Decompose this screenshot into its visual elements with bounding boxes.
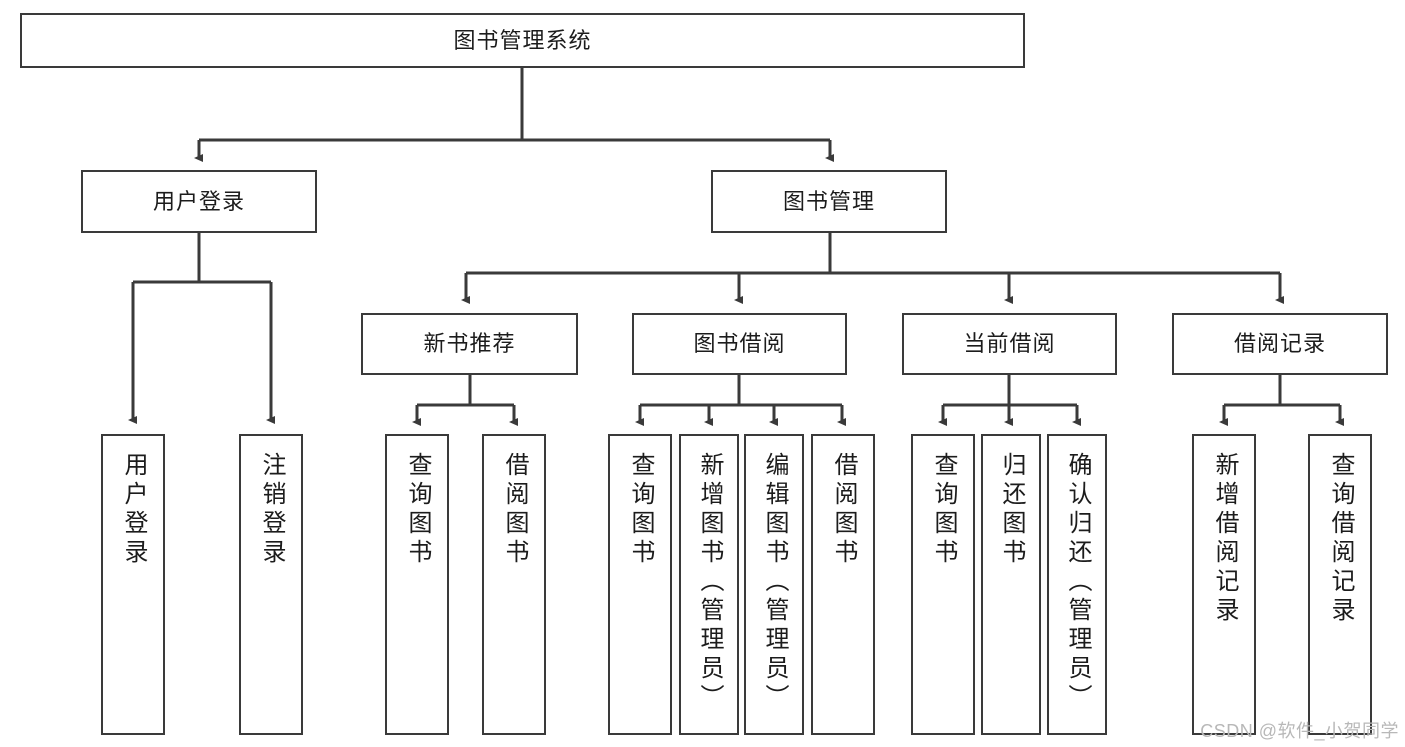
leaf-query-record-label: 查询借阅记录 (1327, 452, 1354, 626)
node-root-label: 图书管理系统 (453, 27, 592, 53)
node-book-manage[interactable]: 图书管理 (711, 170, 947, 233)
watermark: CSDN @软件_小贺同学 (1200, 721, 1399, 741)
leaf-confirm-return[interactable]: 确认归还（管理员） (1047, 434, 1107, 735)
leaf-query-book-3[interactable]: 查询图书 (911, 434, 975, 735)
leaf-borrow-book-1[interactable]: 借阅图书 (482, 434, 546, 735)
leaf-user-logout-label: 注销登录 (258, 452, 285, 568)
node-book-borrow[interactable]: 图书借阅 (632, 313, 847, 375)
leaf-borrow-book-1-label: 借阅图书 (501, 452, 528, 568)
node-root[interactable]: 图书管理系统 (20, 13, 1025, 68)
leaf-add-book-label: 新增图书（管理员） (696, 452, 723, 713)
leaf-query-record[interactable]: 查询借阅记录 (1308, 434, 1372, 735)
leaf-user-login-label: 用户登录 (120, 452, 147, 568)
node-borrow-record-label: 借阅记录 (1233, 331, 1326, 357)
leaf-confirm-return-label: 确认归还（管理员） (1064, 452, 1091, 713)
node-borrow-record[interactable]: 借阅记录 (1172, 313, 1388, 375)
leaf-edit-book[interactable]: 编辑图书（管理员） (744, 434, 804, 735)
leaf-edit-book-label: 编辑图书（管理员） (761, 452, 788, 713)
leaf-borrow-book-2[interactable]: 借阅图书 (811, 434, 875, 735)
leaf-add-record[interactable]: 新增借阅记录 (1192, 434, 1256, 735)
node-user-login-label: 用户登录 (152, 188, 245, 214)
node-current-borrow-label: 当前借阅 (963, 331, 1056, 357)
node-book-manage-label: 图书管理 (782, 188, 875, 214)
node-book-borrow-label: 图书借阅 (693, 331, 786, 357)
leaf-user-logout[interactable]: 注销登录 (239, 434, 303, 735)
leaf-borrow-book-2-label: 借阅图书 (830, 452, 857, 568)
node-new-book-recommend[interactable]: 新书推荐 (361, 313, 578, 375)
leaf-query-book-2[interactable]: 查询图书 (608, 434, 672, 735)
leaf-query-book-1[interactable]: 查询图书 (385, 434, 449, 735)
leaf-query-book-3-label: 查询图书 (930, 452, 957, 568)
leaf-query-book-2-label: 查询图书 (627, 452, 654, 568)
leaf-add-record-label: 新增借阅记录 (1211, 452, 1238, 626)
leaf-add-book[interactable]: 新增图书（管理员） (679, 434, 739, 735)
node-user-login[interactable]: 用户登录 (81, 170, 317, 233)
leaf-return-book-label: 归还图书 (998, 452, 1025, 568)
leaf-query-book-1-label: 查询图书 (404, 452, 431, 568)
node-new-book-recommend-label: 新书推荐 (423, 331, 516, 357)
leaf-return-book[interactable]: 归还图书 (981, 434, 1041, 735)
leaf-user-login[interactable]: 用户登录 (101, 434, 165, 735)
node-current-borrow[interactable]: 当前借阅 (902, 313, 1117, 375)
